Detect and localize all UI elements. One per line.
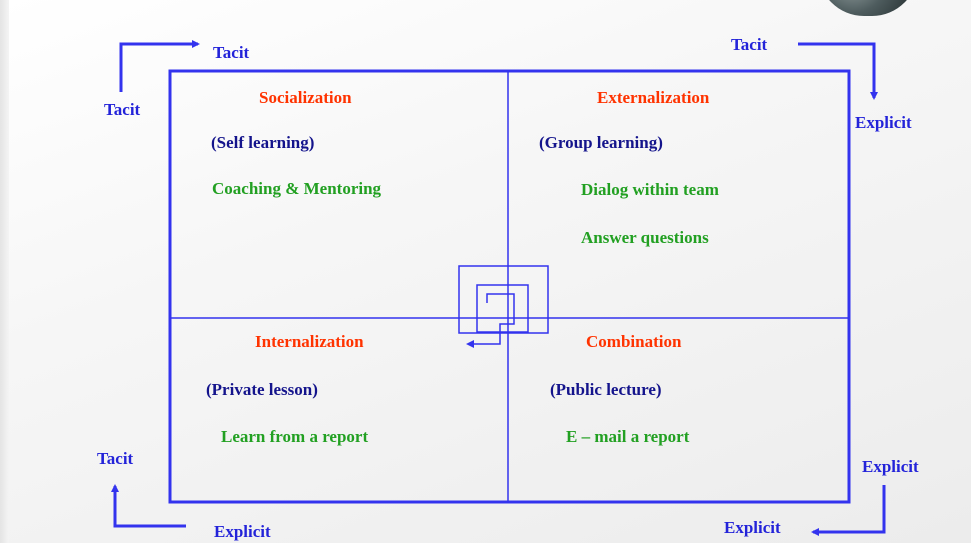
label-explicit-bottom-right-origin: Explicit — [862, 457, 919, 476]
arrow-top-right — [798, 42, 878, 100]
externalization-activity-2: Answer questions — [581, 228, 709, 247]
externalization-subtitle: (Group learning) — [539, 133, 663, 152]
arrow-bottom-right — [811, 485, 886, 536]
internalization-subtitle: (Private lesson) — [206, 380, 318, 399]
externalization-title: Externalization — [597, 88, 710, 107]
socialization-title: Socialization — [259, 88, 352, 107]
socialization-activity: Coaching & Mentoring — [212, 179, 382, 198]
combination-title: Combination — [586, 332, 682, 351]
label-tacit-top-left-origin: Tacit — [104, 100, 141, 119]
label-explicit-bottom-left-origin: Explicit — [214, 522, 271, 541]
combination-subtitle: (Public lecture) — [550, 380, 662, 399]
internalization-activity: Learn from a report — [221, 427, 369, 446]
externalization-activity-1: Dialog within team — [581, 180, 719, 199]
label-tacit-bottom-left-target: Tacit — [97, 449, 134, 468]
center-spiral — [458, 265, 549, 348]
label-explicit-top-right-target: Explicit — [855, 113, 912, 132]
label-tacit-top-left-target: Tacit — [213, 43, 250, 62]
socialization-subtitle: (Self learning) — [211, 133, 315, 152]
combination-activity: E – mail a report — [566, 427, 690, 446]
label-explicit-bottom-right-target: Explicit — [724, 518, 781, 537]
label-tacit-top-right-origin: Tacit — [731, 35, 768, 54]
matrix-frame — [168, 69, 851, 504]
arrow-top-left — [119, 40, 200, 92]
arrow-bottom-left — [111, 484, 186, 528]
left-edge-shade — [0, 0, 9, 543]
internalization-title: Internalization — [255, 332, 364, 351]
